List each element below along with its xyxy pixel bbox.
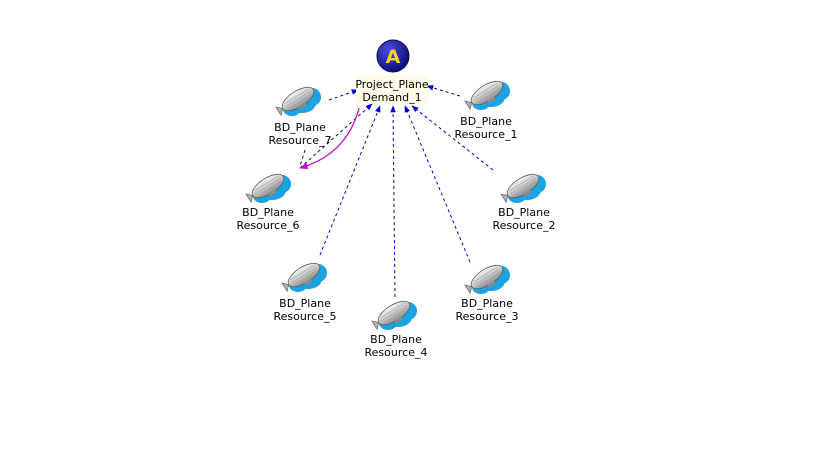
center-node-project-plane-demand[interactable]: A Project_Plane Demand_1 — [355, 39, 429, 104]
airship-icon — [273, 82, 322, 121]
airship-icon — [462, 76, 511, 115]
center-badge-letter: A — [386, 46, 401, 68]
airship-icon — [369, 296, 418, 335]
node-label-line1: BD_Plane — [370, 333, 422, 346]
edge-resource-5-to-center[interactable] — [319, 105, 381, 256]
node-label-line1: BD_Plane — [279, 297, 331, 310]
node-label-line2: Resource_2 — [493, 219, 556, 232]
agent-a-icon: A — [376, 39, 410, 73]
edge-resource-2-to-center[interactable] — [411, 105, 494, 171]
node-label-line1: BD_Plane — [460, 115, 512, 128]
node-label-line2: Resource_7 — [269, 134, 332, 147]
airship-icon — [498, 169, 547, 208]
node-label-line2: Resource_5 — [274, 310, 337, 323]
edge-resource-6-to-center[interactable] — [299, 103, 373, 169]
node-label-line1: BD_Plane — [242, 206, 294, 219]
node-label-line1: BD_Plane — [498, 206, 550, 219]
edge-resource-7-stub — [299, 149, 306, 167]
node-label-line2: Resource_6 — [237, 219, 300, 232]
node-label-line1: BD_Plane — [461, 297, 513, 310]
nodes: BD_PlaneResource_1BD_PlaneResource_2BD_P… — [237, 76, 556, 359]
node-label-line2: Resource_1 — [455, 128, 518, 141]
center-label-background — [356, 76, 428, 104]
edge-resource-1-to-center[interactable] — [426, 85, 461, 97]
edge-resource-7-to-center[interactable] — [328, 89, 359, 101]
edge-resource-4-to-center[interactable] — [390, 105, 396, 298]
edge-resource-3-to-center[interactable] — [404, 105, 471, 263]
airship-icon — [279, 258, 328, 297]
edge-center-to-resource-7-curve[interactable] — [299, 107, 360, 170]
edges — [299, 85, 494, 298]
center-label-line1: Project_Plane — [355, 78, 429, 91]
center-label-line2: Demand_1 — [362, 91, 421, 104]
node-label-line2: Resource_3 — [456, 310, 519, 323]
node-label-line2: Resource_4 — [365, 346, 428, 359]
airship-icon — [462, 260, 511, 299]
airship-icon — [243, 169, 292, 208]
node-label-line1: BD_Plane — [274, 121, 326, 134]
